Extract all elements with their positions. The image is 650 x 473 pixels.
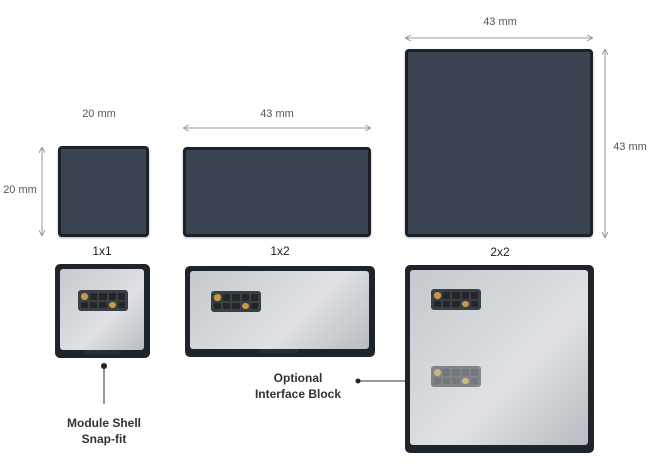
shell-leader-dot (101, 363, 107, 369)
connector-icon (431, 289, 481, 310)
shell-callout: Module Shell Snap-fit (67, 415, 141, 447)
shell-callout-line2: Snap-fit (81, 432, 127, 446)
width-label-1x2: 43 mm (260, 108, 294, 120)
connector-icon (78, 290, 128, 311)
module-1x1-top (58, 146, 149, 237)
module-1x2-back (185, 266, 375, 357)
width-label-2x2: 43 mm (483, 16, 517, 28)
module-label-2x2: 2x2 (490, 245, 510, 259)
connector-icon (211, 291, 261, 312)
module-1x2-top (183, 147, 371, 237)
module-2x2-back (405, 265, 594, 453)
module-label-1x2: 1x2 (270, 244, 290, 258)
height-label-1x1: 20 mm (3, 184, 37, 196)
iface-callout-line1: Optional (273, 371, 323, 385)
iface-callout-line2: Interface Block (254, 387, 342, 401)
module-2x2-top (405, 49, 593, 237)
iface-callout: Optional Interface Block (255, 370, 341, 402)
height-label-2x2: 43 mm (613, 141, 647, 153)
shell-callout-line1: Module Shell (66, 416, 142, 430)
iface-leader-dot (355, 378, 361, 384)
module-label-1x1: 1x1 (92, 244, 112, 258)
width-label-1x1: 20 mm (82, 108, 116, 120)
optional-connector-icon (431, 366, 481, 387)
module-1x1-back (55, 264, 150, 358)
